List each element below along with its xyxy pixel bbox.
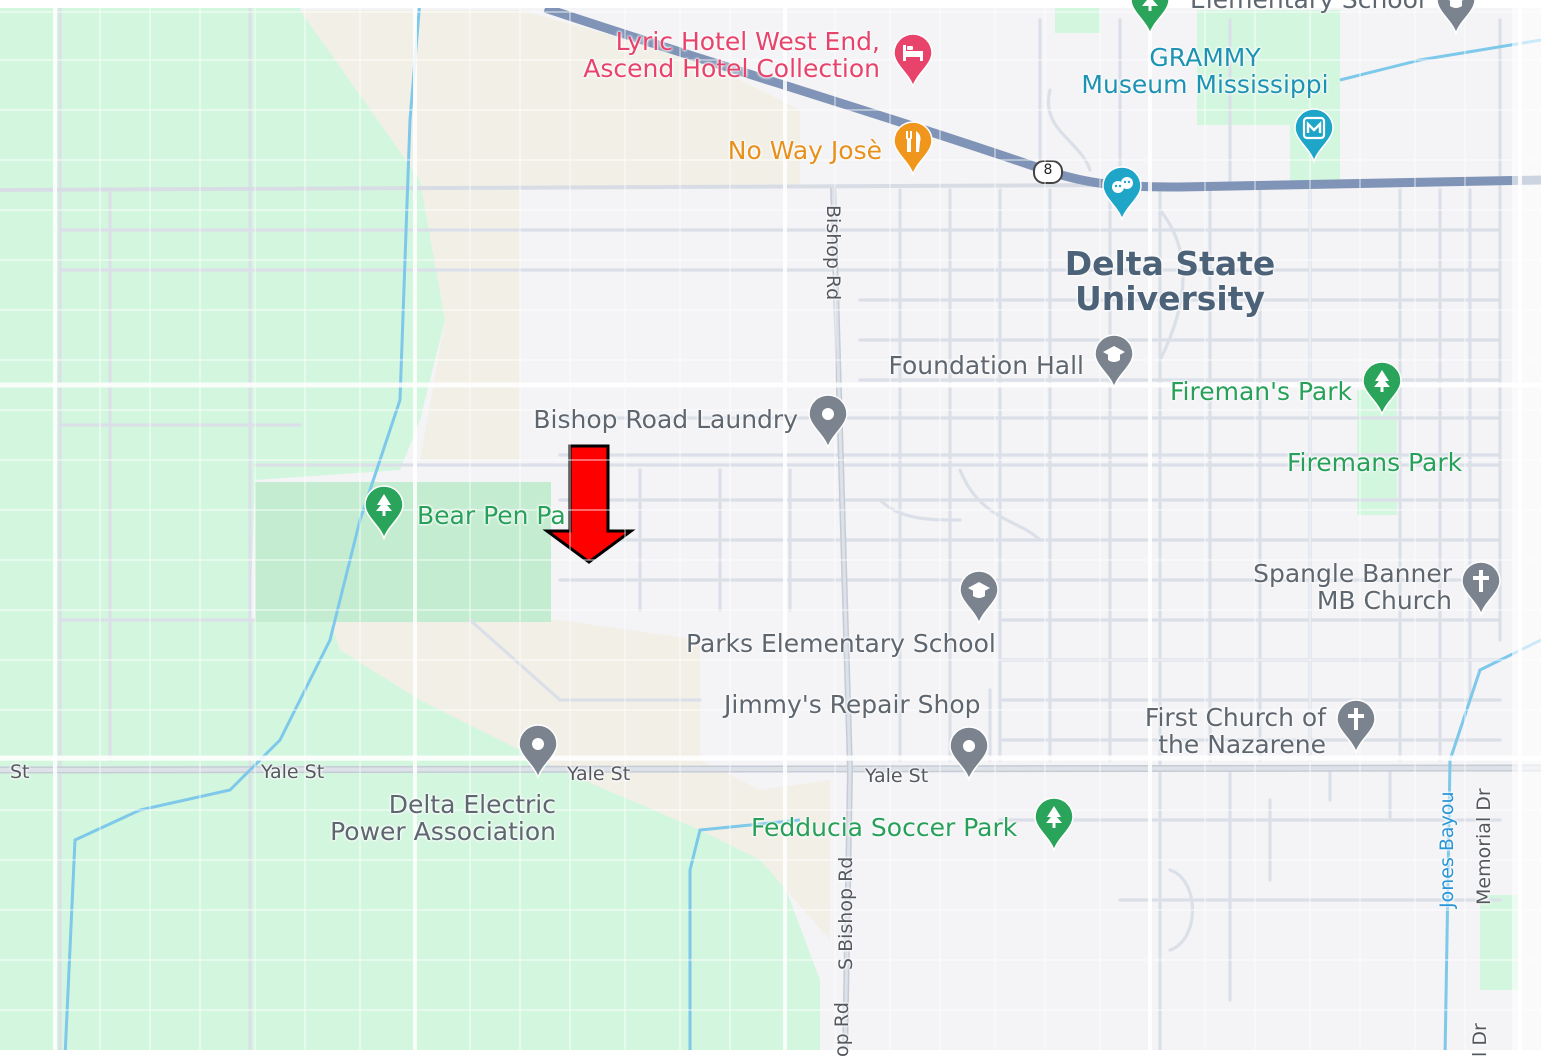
- bishop-rd-label: Bishop Rd: [822, 205, 844, 301]
- bishop-rd-core: [831, 184, 852, 1057]
- lyric-hotel-label[interactable]: Lyric Hotel West End, Ascend Hotel Colle…: [560, 28, 880, 82]
- first-church-pin[interactable]: [1336, 699, 1376, 755]
- tree-icon: [1046, 806, 1062, 828]
- parks-elementary-label[interactable]: Parks Elementary School: [686, 629, 996, 658]
- cross-icon: [1473, 570, 1489, 592]
- memorial-dr-bottom-label: l Dr: [1469, 1023, 1491, 1057]
- memorial-dr-label: Memorial Dr: [1473, 788, 1495, 905]
- no-way-jose-label[interactable]: No Way Josè: [727, 136, 882, 165]
- grammy-line2: Museum Mississippi: [1081, 70, 1329, 99]
- theater-masks-icon: [1112, 177, 1133, 193]
- firemans-park-area: [1357, 390, 1397, 515]
- bear-pen-park-label[interactable]: Bear Pen Pa: [417, 501, 566, 530]
- yale-st-label-1: St: [10, 761, 30, 783]
- spangle-line1: Spangle Banner: [1253, 559, 1452, 588]
- bear-pen-park-pin[interactable]: [364, 485, 404, 541]
- minor-street: [468, 618, 702, 702]
- location-pin-icon: [822, 408, 834, 420]
- firemans-park-2-label[interactable]: Firemans Park: [1287, 448, 1463, 477]
- cross-icon: [1348, 708, 1364, 730]
- grammy-green: [1197, 10, 1340, 125]
- tree-icon: [1374, 370, 1390, 392]
- spangle-banner-label[interactable]: Spangle Banner MB Church: [1200, 560, 1452, 614]
- urban-area-south: [330, 620, 830, 940]
- spangle-banner-pin[interactable]: [1461, 561, 1501, 617]
- elementary-top-school-pin[interactable]: [1436, 0, 1476, 36]
- first-church-line2: the Nazarene: [1158, 730, 1326, 759]
- foundation-hall-label[interactable]: Foundation Hall: [888, 351, 1084, 380]
- jones-bayou-label: Jones Bayou: [1436, 791, 1458, 909]
- creek-mid: [688, 818, 801, 1057]
- s-bishop-rd-label: S Bishop Rd: [835, 856, 857, 970]
- graduation-cap-icon: [1103, 346, 1125, 362]
- grammy-museum-label[interactable]: GRAMMY Museum Mississippi: [1070, 44, 1340, 98]
- tree-icon: [376, 494, 392, 516]
- minor-street: [1158, 208, 1185, 362]
- minor-street: [1046, 88, 1092, 172]
- jimmys-repair-label[interactable]: Jimmy's Repair Shop: [724, 690, 981, 719]
- grammy-museum-pin[interactable]: [1294, 108, 1334, 164]
- urban-area-north: [300, 10, 800, 460]
- firemans-park-label[interactable]: Fireman's Park: [1169, 377, 1352, 406]
- museum-icon: [1302, 116, 1326, 140]
- jimmys-repair-pin[interactable]: [949, 726, 989, 782]
- elementary-top-park-pin[interactable]: [1130, 0, 1170, 36]
- delta-electric-line1: Delta Electric: [388, 790, 556, 819]
- lyric-hotel-line2: Ascend Hotel Collection: [583, 54, 880, 83]
- first-church-label[interactable]: First Church of the Nazarene: [1100, 704, 1326, 758]
- graduation-cap-icon: [968, 582, 990, 598]
- bishop-rd-bottom-label: op Rd: [831, 1002, 853, 1057]
- frame-bottom: [0, 1050, 1541, 1057]
- fedducia-soccer-park-label[interactable]: Fedducia Soccer Park: [751, 813, 1018, 842]
- foundation-hall-pin[interactable]: [1094, 334, 1134, 390]
- graduation-cap-icon: [1448, 0, 1464, 8]
- parks-elementary-pin[interactable]: [959, 570, 999, 626]
- yale-st-label-3: Yale St: [567, 763, 631, 785]
- first-church-line1: First Church of: [1144, 703, 1326, 732]
- pin-layer: [364, 0, 1501, 853]
- route-8-shield: [1033, 160, 1063, 184]
- spangle-line2: MB Church: [1316, 586, 1452, 615]
- elementary-school-top-label[interactable]: Elementary School: [1190, 0, 1425, 13]
- theater-pin[interactable]: [1102, 166, 1142, 222]
- delta-state-line2: University: [1074, 278, 1265, 318]
- delta-state-line1: Delta State: [1064, 244, 1276, 283]
- yale-st-label-4: Yale St: [865, 765, 929, 787]
- yale-st-label-2: Yale St: [261, 761, 325, 783]
- location-pin-icon: [532, 738, 544, 750]
- delta-electric-label[interactable]: Delta Electric Power Association: [300, 791, 556, 845]
- minor-street: [958, 468, 1042, 542]
- yale-st-core: [0, 766, 1541, 772]
- lyric-hotel-pin[interactable]: [893, 33, 933, 89]
- frame-top: [0, 0, 1541, 8]
- delta-electric-pin[interactable]: [518, 724, 558, 780]
- fork-knife-icon: [906, 131, 921, 152]
- delta-electric-line2: Power Association: [330, 817, 556, 846]
- no-way-jose-pin[interactable]: [893, 121, 933, 177]
- street-network: [58, 0, 1502, 1057]
- lyric-hotel-line1: Lyric Hotel West End,: [615, 27, 880, 56]
- location-pin-icon: [963, 740, 975, 752]
- bishop-road-laundry-pin[interactable]: [808, 394, 848, 450]
- firemans-park-pin[interactable]: [1362, 361, 1402, 417]
- tree-icon: [1142, 0, 1158, 11]
- minor-street: [878, 498, 962, 522]
- fedducia-pin[interactable]: [1034, 797, 1074, 853]
- route-8-shield-label: 8: [1043, 162, 1053, 178]
- bed-icon: [903, 45, 923, 61]
- road-north: [0, 183, 1121, 192]
- bishop-road-laundry-label[interactable]: Bishop Road Laundry: [533, 405, 798, 434]
- delta-state-university-label[interactable]: Delta State University: [1060, 244, 1280, 318]
- grammy-line1: GRAMMY: [1149, 43, 1261, 72]
- frame-right: [1512, 0, 1541, 1057]
